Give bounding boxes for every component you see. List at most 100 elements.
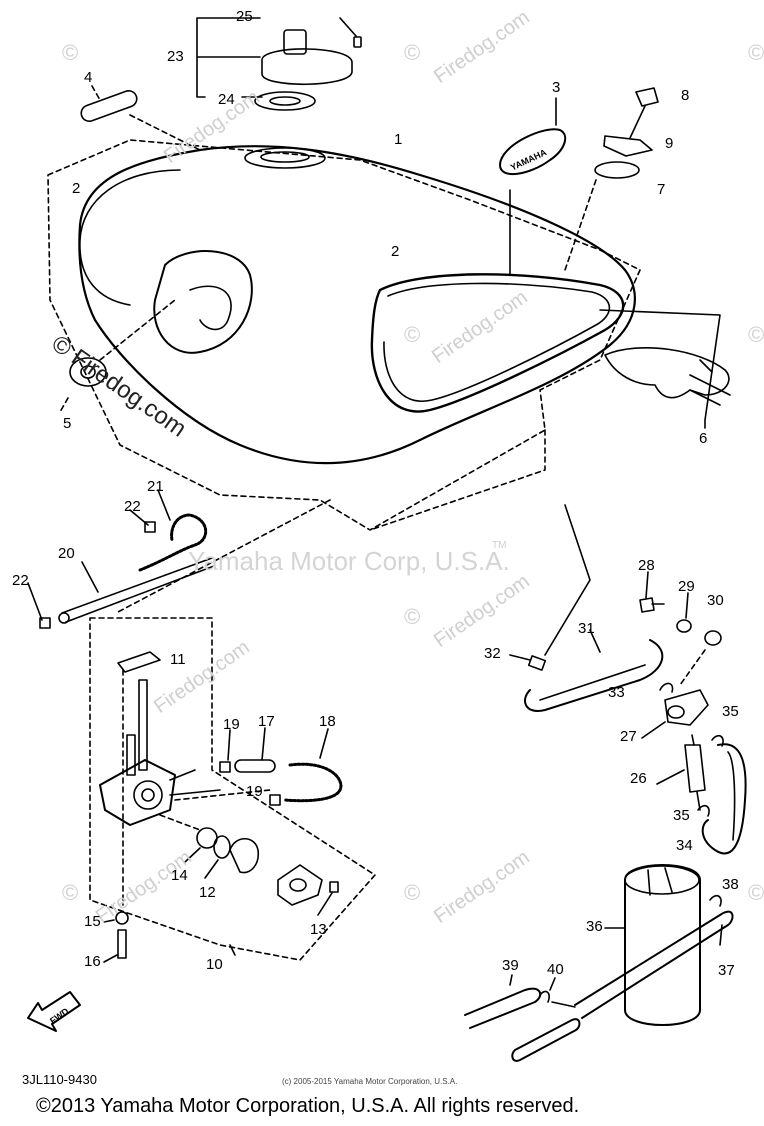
- callout-10: 10: [206, 956, 223, 973]
- tank-left-side: [79, 169, 181, 306]
- watermark-copy-5: ©: [748, 322, 764, 347]
- bolt-8: [629, 87, 659, 139]
- callout-40: 40: [547, 961, 564, 978]
- cap-key: [283, 29, 307, 55]
- washer-9: [603, 135, 653, 157]
- watermark-copy-4: ©: [404, 322, 421, 347]
- callout-3: 3: [552, 79, 561, 96]
- callout-18: 18: [319, 713, 336, 730]
- clamp-19-a: [219, 761, 231, 773]
- callout-22: 22: [12, 572, 29, 589]
- watermark-copy-6: ©: [404, 604, 421, 629]
- watermark-copy-2: ©: [404, 40, 421, 65]
- emblem-text: YAMAHA: [509, 147, 549, 173]
- callout-24: 24: [218, 91, 235, 108]
- callout-36: 36: [586, 918, 603, 935]
- callout-4: 4: [84, 69, 93, 86]
- pad-strip: [80, 90, 138, 122]
- canister-36: [624, 864, 701, 1026]
- callout-16: 16: [84, 953, 101, 970]
- callout-17: 17: [258, 713, 275, 730]
- small-copyright: (c) 2005-2015 Yamaha Motor Corporation, …: [282, 1077, 458, 1086]
- knee-panel-right: [370, 273, 625, 413]
- washer-15: [115, 911, 129, 925]
- watermark-copy-8: ©: [404, 880, 421, 905]
- hose-21: [138, 513, 208, 572]
- callout-38: 38: [722, 876, 739, 893]
- callout-32: 32: [484, 645, 501, 662]
- screw-13: [329, 881, 339, 893]
- watermark-copy-1: ©: [62, 40, 79, 65]
- callout-20: 20: [58, 545, 75, 562]
- clamp-32: [527, 655, 547, 671]
- fuel-filter-26: [684, 744, 706, 793]
- clamp-22-b: [39, 617, 51, 629]
- filler-neck: [244, 147, 326, 169]
- callout-21: 21: [147, 478, 164, 495]
- clip-35-b: [697, 804, 710, 817]
- callout-28: 28: [638, 557, 655, 574]
- hose-31: [524, 639, 664, 712]
- watermark-copy-3: ©: [748, 40, 764, 65]
- callout-14: 14: [171, 867, 188, 884]
- hose-39: [464, 987, 542, 1029]
- callout-11: 11: [170, 651, 186, 668]
- part-code: 3JL110-9430: [22, 1072, 97, 1087]
- callout-5: 5: [63, 415, 72, 432]
- callout-25: 25: [236, 8, 253, 25]
- clip-35-a: [711, 734, 724, 747]
- clamp-19-b: [269, 794, 281, 806]
- fuel-pipe-20: [61, 557, 215, 623]
- damper-7: [594, 161, 640, 179]
- rear-bracket: [604, 346, 730, 399]
- callout-13: 13: [310, 921, 327, 938]
- fuel-cock: [99, 759, 176, 826]
- callout-9: 9: [665, 135, 674, 152]
- callout-34: 34: [676, 837, 693, 854]
- tank-outline-dashed: [47, 139, 641, 531]
- hose-18: [283, 762, 343, 803]
- callout-2: 2: [391, 243, 400, 260]
- callout-33: 33: [608, 684, 625, 701]
- clip-33: [659, 682, 674, 693]
- callout-23: 23: [167, 48, 184, 65]
- main-copyright: ©2013 Yamaha Motor Corporation, U.S.A. A…: [36, 1095, 580, 1117]
- bracket-27: [664, 689, 709, 726]
- bolt-28: [639, 597, 665, 613]
- watermark-brand: Yamaha Motor Corp, U.S.A.: [188, 546, 510, 576]
- watermark-tm: TM: [492, 540, 507, 551]
- callout-1: 1: [394, 131, 403, 148]
- clip-38: [709, 894, 722, 907]
- callout-15: 15: [84, 913, 101, 930]
- callout-22: 22: [124, 498, 141, 515]
- cock-tube-2: [126, 734, 136, 776]
- callout-39: 39: [502, 957, 519, 974]
- callout-35: 35: [722, 703, 739, 720]
- clamp-22-a: [144, 521, 156, 533]
- cock-tube-1: [138, 679, 148, 771]
- cap-bracket-lines: [196, 17, 357, 98]
- callout-8: 8: [681, 87, 690, 104]
- tank-knob: [69, 357, 107, 387]
- tank-cap: [261, 48, 353, 86]
- cover-plate: [277, 864, 323, 906]
- lever: [229, 837, 260, 874]
- callout-35: 35: [673, 807, 690, 824]
- callout-29: 29: [678, 578, 695, 595]
- fwd-arrow: [27, 991, 81, 1032]
- callout-7: 7: [657, 181, 666, 198]
- fuel-tank: [78, 145, 636, 465]
- callout-37: 37: [718, 962, 735, 979]
- callout-19: 19: [223, 716, 240, 733]
- part-12: [213, 835, 231, 859]
- watermark-copy-7: ©: [62, 880, 79, 905]
- callout-27: 27: [620, 728, 637, 745]
- screw-16: [117, 929, 127, 959]
- knee-panel-left: [153, 250, 253, 354]
- strainer-11: [117, 651, 161, 673]
- callout-26: 26: [630, 770, 647, 787]
- callout-2: 2: [72, 180, 81, 197]
- fuel-cock-box: [89, 617, 376, 961]
- callout-12: 12: [199, 884, 216, 901]
